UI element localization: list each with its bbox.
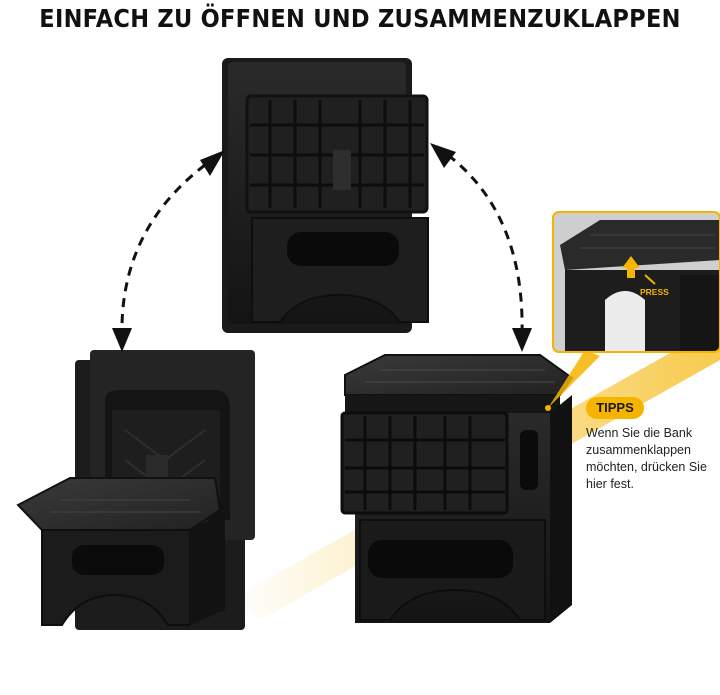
step-stool-image: [16, 350, 255, 630]
press-indicator-icon: [644, 274, 656, 285]
tip-text: Wenn Sie die Bank zusammenklappen möchte…: [586, 426, 707, 491]
open-stool-image: [340, 350, 600, 623]
tip-badge: TIPPS: [586, 397, 644, 419]
inset-frame: [552, 211, 720, 353]
arrowhead-up-left-icon: [200, 150, 225, 176]
folded-stool-image: [222, 58, 429, 333]
press-label: PRESS: [640, 287, 669, 297]
headline: EINFACH ZU ÖFFNEN UND ZUSAMMENZUKLAPPEN: [39, 4, 681, 33]
arrow-fold-right-icon: [447, 153, 524, 336]
arrowhead-down-right-icon: [512, 328, 532, 352]
arrowhead-down-left-icon: [112, 328, 132, 352]
arrowhead-up-right-icon: [430, 143, 456, 168]
press-arrow-icon: [622, 256, 640, 278]
arrow-fold-left-icon: [120, 163, 206, 336]
press-closeup-image: [553, 212, 720, 352]
